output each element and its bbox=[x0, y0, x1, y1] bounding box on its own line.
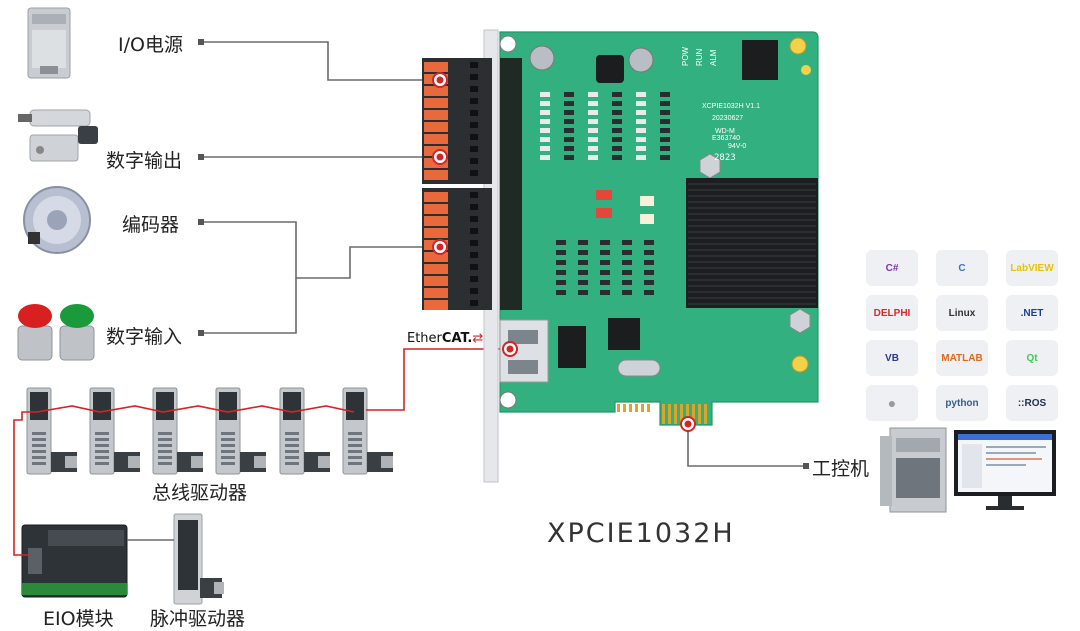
io-power-supply-image bbox=[27, 7, 71, 79]
ethercat-arrow-icon: ⇄ bbox=[472, 331, 484, 346]
software-label: MATLAB bbox=[941, 352, 983, 364]
software-icon-8: Qt bbox=[1006, 340, 1058, 376]
software-icon-10: python bbox=[936, 385, 988, 421]
label-io-power: I/O电源 bbox=[118, 34, 183, 56]
digital-input-buttons-image bbox=[17, 304, 95, 361]
monitor-image bbox=[954, 430, 1056, 510]
software-label: C# bbox=[885, 262, 899, 274]
software-label: LabVIEW bbox=[1010, 262, 1054, 274]
terminal-blocks bbox=[422, 58, 492, 310]
software-icon-5: .NET bbox=[1006, 295, 1058, 331]
software-icon-4: Linux bbox=[936, 295, 988, 331]
ethercat-suffix: CAT. bbox=[441, 331, 473, 346]
software-label: Qt bbox=[1026, 352, 1038, 364]
software-label: VB bbox=[885, 352, 899, 364]
board-led-run: RUN bbox=[695, 48, 704, 66]
board-cert-text: E363740 bbox=[712, 135, 740, 142]
eio-module-image bbox=[21, 524, 128, 598]
pcie-board: XCPIE1032H V1.1 20230627 WD-M E363740 94… bbox=[483, 29, 819, 483]
software-label: .NET bbox=[1020, 307, 1044, 319]
software-label: Linux bbox=[948, 307, 976, 319]
bus-drivers-group bbox=[26, 387, 393, 475]
software-icon-7: MATLAB bbox=[936, 340, 988, 376]
software-icon-11: ::ROS bbox=[1006, 385, 1058, 421]
connection-lines bbox=[127, 41, 806, 541]
board-model-text: XCPIE1032H V1.1 bbox=[702, 103, 760, 110]
ethercat-chain bbox=[13, 348, 510, 556]
apple-icon: ● bbox=[887, 395, 897, 411]
software-icon-2: LabVIEW bbox=[1006, 250, 1058, 286]
software-label: DELPHI bbox=[873, 307, 911, 319]
ethercat-logo: EtherCAT.⇄ bbox=[407, 331, 483, 346]
software-icon-6: VB bbox=[866, 340, 918, 376]
label-digital-input: 数字输入 bbox=[106, 326, 183, 348]
board-rating-text: 94V-0 bbox=[728, 143, 746, 150]
digital-output-device-image bbox=[18, 109, 98, 162]
software-label: C bbox=[958, 262, 966, 274]
label-bus-driver: 总线驱动器 bbox=[152, 482, 248, 504]
bus-driver-3 bbox=[152, 387, 203, 475]
ipc-image bbox=[880, 427, 947, 513]
bus-driver-4 bbox=[215, 387, 266, 475]
board-date-text: 20230627 bbox=[712, 115, 743, 122]
bus-driver-1 bbox=[26, 387, 77, 475]
software-label: python bbox=[945, 397, 979, 409]
ethercat-prefix: Ether bbox=[407, 331, 442, 346]
product-caption: XPCIE1032H bbox=[547, 518, 735, 549]
label-ipc: 工控机 bbox=[812, 458, 870, 480]
encoder-image bbox=[23, 186, 91, 254]
label-eio-module: EIO模块 bbox=[43, 608, 114, 630]
label-digital-output: 数字输出 bbox=[106, 150, 183, 172]
software-icon-1: C bbox=[936, 250, 988, 286]
board-led-pow: POW bbox=[681, 46, 690, 66]
software-icon-3: DELPHI bbox=[866, 295, 918, 331]
pulse-driver-image bbox=[173, 513, 224, 605]
bus-driver-6 bbox=[342, 387, 393, 475]
label-encoder: 编码器 bbox=[122, 214, 180, 236]
software-icon-9: ● bbox=[866, 385, 918, 421]
software-icon-0: C# bbox=[866, 250, 918, 286]
board-wd-text: WD-M bbox=[715, 128, 735, 135]
board-led-alm: ALM bbox=[709, 49, 718, 66]
bus-driver-2 bbox=[89, 387, 140, 475]
bus-driver-5 bbox=[279, 387, 330, 475]
board-lot-text: 2823 bbox=[714, 153, 736, 163]
label-pulse-driver: 脉冲驱动器 bbox=[150, 608, 246, 630]
connection-markers bbox=[432, 72, 696, 432]
software-label: ::ROS bbox=[1017, 397, 1047, 409]
connector-dots bbox=[198, 39, 809, 469]
